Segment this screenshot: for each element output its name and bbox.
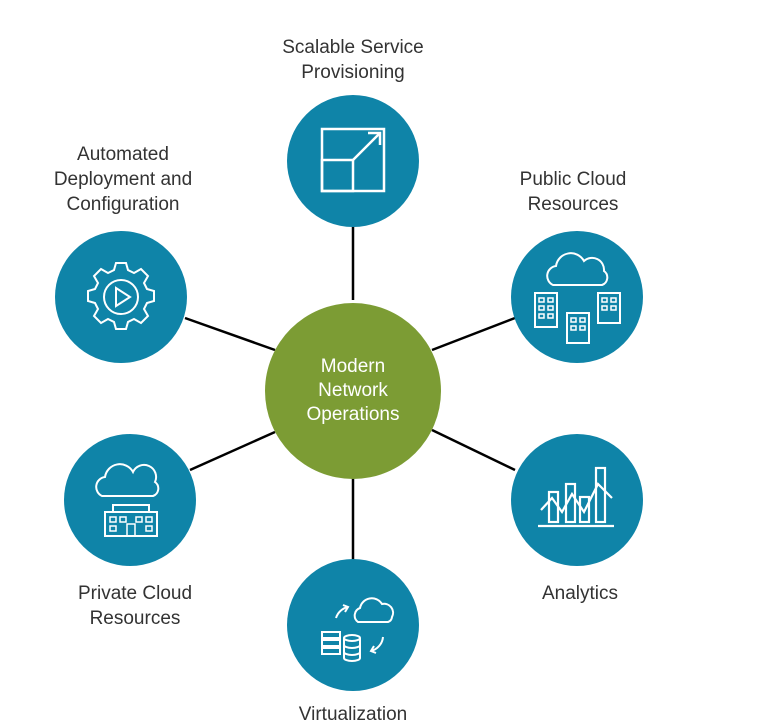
analytics-chart-icon xyxy=(538,466,614,528)
node-virtualization xyxy=(287,559,419,691)
connector-public-cloud xyxy=(431,316,516,352)
scale-up-icon xyxy=(320,127,386,193)
center-hub xyxy=(265,303,441,479)
connector-lines xyxy=(184,220,516,560)
connector-private-cloud xyxy=(189,430,276,472)
node-automation xyxy=(55,231,187,363)
public-cloud-icon xyxy=(534,252,621,344)
connector-automation xyxy=(184,316,276,352)
label-analytics: Analytics xyxy=(541,583,619,604)
label-public-cloud: Public Cloud Resources xyxy=(519,169,627,215)
label-scalable: Scalable Service Provisioning xyxy=(282,37,424,83)
label-private-cloud: Private Cloud Resources xyxy=(77,583,193,629)
connector-analytics xyxy=(431,428,516,472)
label-virtualization: Virtualization xyxy=(298,704,408,725)
private-cloud-icon xyxy=(95,463,160,537)
node-public-cloud xyxy=(511,231,643,363)
virtualization-icon xyxy=(321,597,395,662)
node-private-cloud xyxy=(64,434,196,566)
label-automation: Automated Deployment and Configuration xyxy=(53,144,193,215)
automation-gear-icon xyxy=(87,262,155,330)
center-label: Modern Network Operations xyxy=(306,356,400,425)
